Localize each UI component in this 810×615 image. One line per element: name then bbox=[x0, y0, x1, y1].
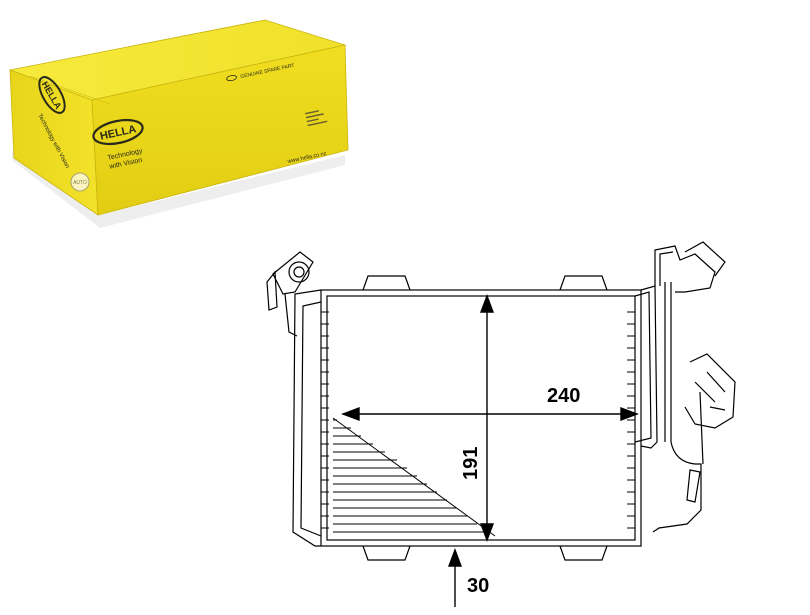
dimension-depth-arrow bbox=[447, 548, 463, 607]
radiator-outline: 240 191 30 bbox=[266, 241, 736, 607]
dimension-width-line bbox=[341, 406, 639, 422]
product-box-image: HELLA Technology with Vision HELLA Techn… bbox=[0, 0, 400, 240]
watermark-logo-icon: AUTO bbox=[70, 172, 90, 192]
dimension-height-line bbox=[479, 294, 495, 542]
dimension-width-label: 240 bbox=[547, 385, 580, 407]
dimension-depth-label: 30 bbox=[467, 575, 489, 597]
hella-logo-left-icon: HELLA bbox=[38, 76, 66, 114]
radiator-technical-drawing: 240 191 30 bbox=[255, 232, 755, 610]
svg-text:AUTO: AUTO bbox=[73, 180, 87, 186]
dimension-height-label: 191 bbox=[460, 447, 482, 480]
hella-box-illustration: HELLA Technology with Vision HELLA Techn… bbox=[8, 19, 349, 228]
